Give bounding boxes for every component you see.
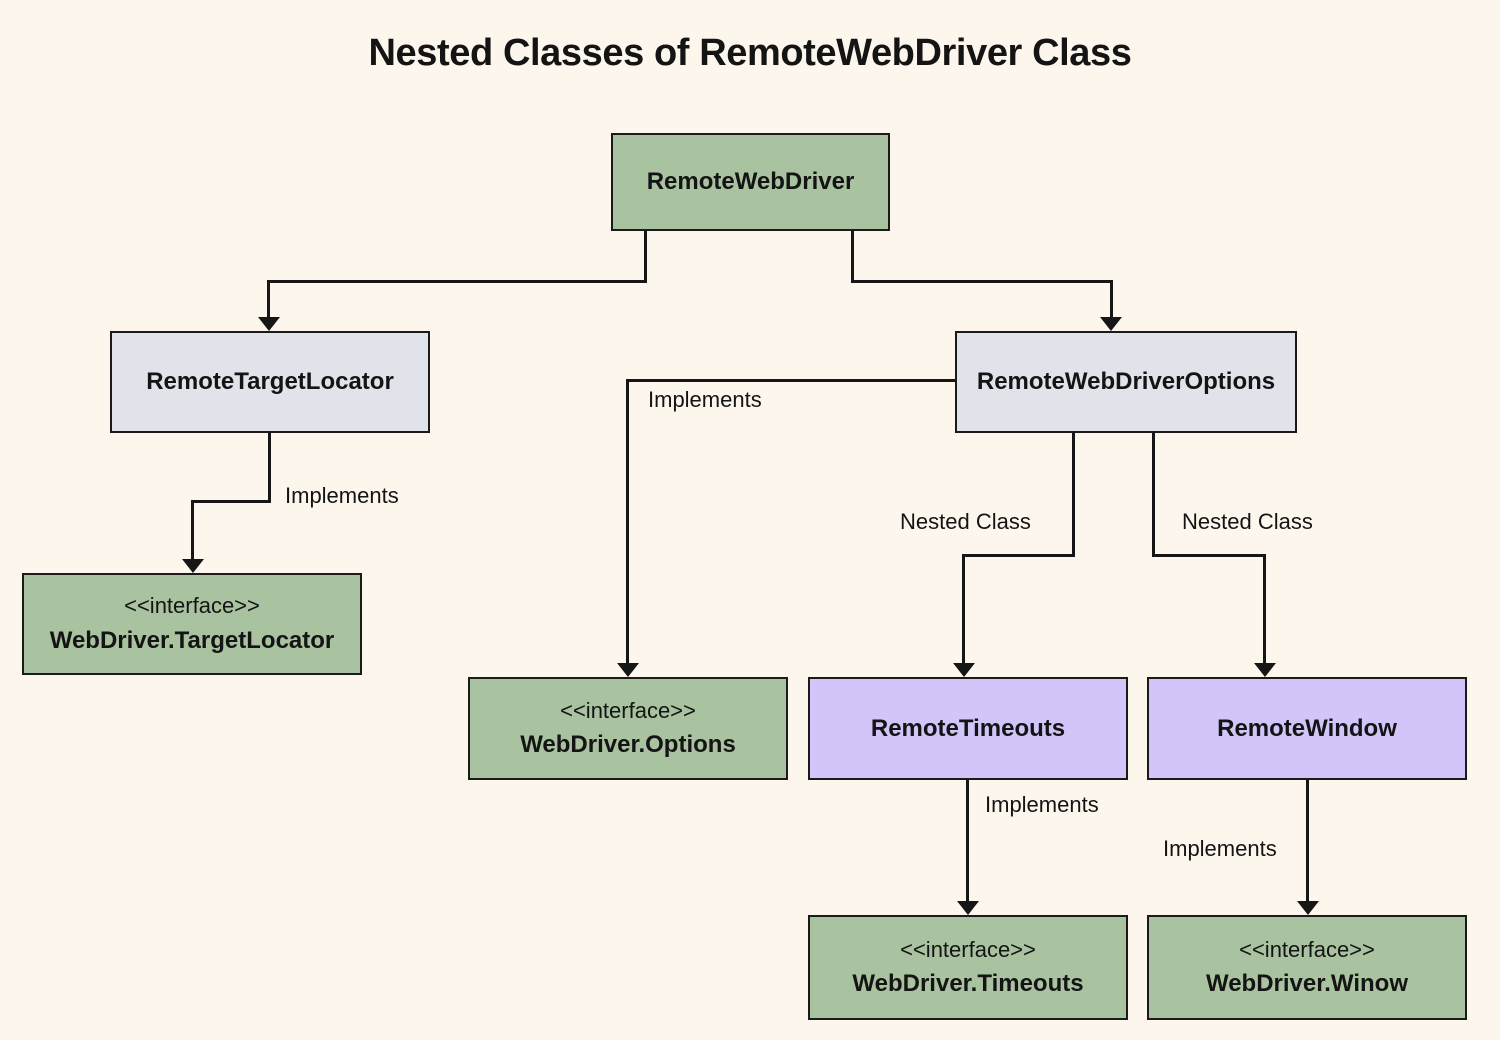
edge-label-implements: Implements [648, 387, 762, 412]
arrowhead-icon [953, 663, 975, 677]
edge-label-implements: Implements [285, 483, 399, 508]
edge-segment [1152, 554, 1266, 557]
node-stereotype: <<interface>> [124, 593, 260, 619]
node-label: RemoteTimeouts [870, 714, 1066, 742]
node-label: WebDriver.TargetLocator [49, 626, 335, 654]
node-label: RemoteWebDriver [646, 168, 855, 196]
node-interface-webdriver-target-locator: <<interface>> WebDriver.TargetLocator [22, 573, 362, 675]
node-label: WebDriver.Winow [1205, 970, 1409, 998]
edge-segment [851, 231, 854, 283]
edge-segment [962, 554, 965, 665]
node-remote-timeouts: RemoteTimeouts [808, 677, 1128, 780]
node-label: RemoteWindow [1217, 714, 1397, 742]
node-label: RemoteTargetLocator [146, 368, 394, 396]
node-stereotype: <<interface>> [900, 936, 1036, 962]
arrowhead-icon [617, 663, 639, 677]
edge-segment [267, 280, 647, 283]
edge-segment [1072, 433, 1075, 557]
edge-segment [962, 554, 1075, 557]
node-stereotype: <<interface>> [1239, 936, 1375, 962]
node-interface-webdriver-options: <<interface>> WebDriver.Options [468, 677, 788, 780]
node-remote-window: RemoteWindow [1147, 677, 1467, 780]
edge-label-nested-class: Nested Class [1182, 509, 1313, 534]
edge-segment [1263, 554, 1266, 665]
edge-label-implements: Implements [985, 792, 1099, 817]
node-remote-webdriver-options: RemoteWebDriverOptions [955, 331, 1297, 433]
node-interface-webdriver-timeouts: <<interface>> WebDriver.Timeouts [808, 915, 1128, 1020]
arrowhead-icon [1100, 317, 1122, 331]
edge-segment [1306, 780, 1309, 903]
node-remote-target-locator: RemoteTargetLocator [110, 331, 430, 433]
node-label: WebDriver.Options [520, 731, 736, 759]
edge-segment [191, 500, 194, 561]
edge-segment [1110, 280, 1113, 319]
arrowhead-icon [182, 559, 204, 573]
arrowhead-icon [258, 317, 280, 331]
edge-segment [966, 780, 969, 903]
node-label: RemoteWebDriverOptions [976, 368, 1276, 396]
node-remote-webdriver: RemoteWebDriver [611, 133, 890, 231]
edge-label-nested-class: Nested Class [900, 509, 1031, 534]
arrowhead-icon [1254, 663, 1276, 677]
node-label: WebDriver.Timeouts [852, 970, 1084, 998]
edge-segment [626, 379, 629, 665]
page-title: Nested Classes of RemoteWebDriver Class [368, 32, 1132, 74]
edge-segment [1152, 433, 1155, 557]
node-interface-webdriver-winow: <<interface>> WebDriver.Winow [1147, 915, 1467, 1020]
arrowhead-icon [1297, 901, 1319, 915]
edge-segment [851, 280, 1113, 283]
node-stereotype: <<interface>> [560, 697, 696, 723]
edge-segment [626, 379, 955, 382]
edge-segment [644, 231, 647, 283]
edge-label-implements: Implements [1163, 836, 1277, 861]
edge-segment [267, 280, 270, 319]
edge-segment [191, 500, 271, 503]
arrowhead-icon [957, 901, 979, 915]
edge-segment [268, 433, 271, 503]
